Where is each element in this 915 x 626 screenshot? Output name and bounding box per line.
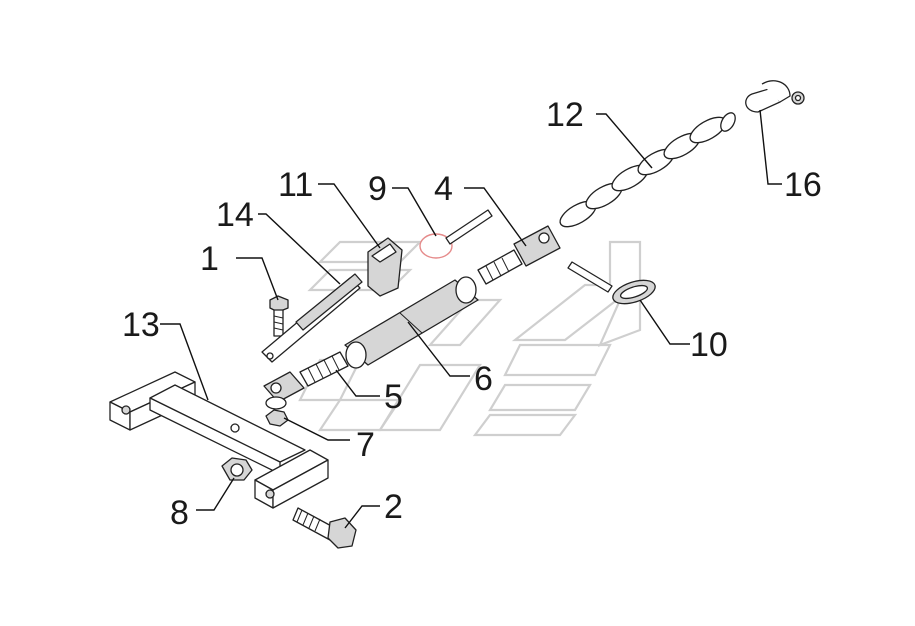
leader-9 [392, 187, 437, 237]
callout-5: 5 [384, 378, 403, 416]
turnbuckle-body-part [344, 276, 479, 369]
callout-9: 9 [368, 170, 387, 208]
callout-6: 6 [474, 360, 493, 398]
callout-4: 4 [434, 170, 453, 208]
hitch-frame-part [109, 371, 329, 509]
callout-1: 1 [200, 240, 219, 278]
leader-11 [318, 183, 381, 249]
nut-part [221, 457, 253, 481]
plate-part [261, 273, 363, 363]
callout-labels: 1 2 4 5 6 7 8 9 10 11 12 13 14 16 [122, 96, 822, 532]
leader-14 [258, 213, 341, 285]
right-clevis-part [477, 225, 561, 285]
callout-2: 2 [384, 488, 403, 526]
leader-4 [464, 187, 527, 247]
callout-12: 12 [546, 96, 584, 134]
top-bolt-part [269, 295, 289, 337]
leader-6 [407, 321, 470, 377]
callout-11: 11 [278, 166, 313, 204]
split-pin-part [419, 209, 493, 259]
washer-nut-part [265, 396, 289, 427]
pin-part [567, 261, 656, 305]
leader-2 [344, 505, 380, 529]
left-eye-end-part [263, 351, 349, 403]
leader-7 [283, 417, 350, 441]
clip-part [367, 237, 403, 297]
chain-part [559, 112, 736, 228]
leader-10 [639, 299, 690, 345]
leader-8 [196, 477, 235, 511]
leader-5 [335, 369, 380, 397]
leader-16 [759, 109, 782, 185]
watermark-logo [298, 240, 642, 437]
callout-8: 8 [170, 494, 189, 532]
shackle-part [745, 80, 805, 113]
callout-10: 10 [690, 326, 728, 364]
callout-14: 14 [216, 196, 254, 234]
bolt-part [292, 507, 357, 549]
leader-12 [596, 113, 653, 169]
leader-lines [160, 109, 782, 529]
leader-1 [236, 257, 279, 301]
callout-7: 7 [356, 426, 375, 464]
leader-13 [160, 323, 209, 401]
callout-13: 13 [122, 306, 160, 344]
callout-16: 16 [784, 166, 822, 204]
